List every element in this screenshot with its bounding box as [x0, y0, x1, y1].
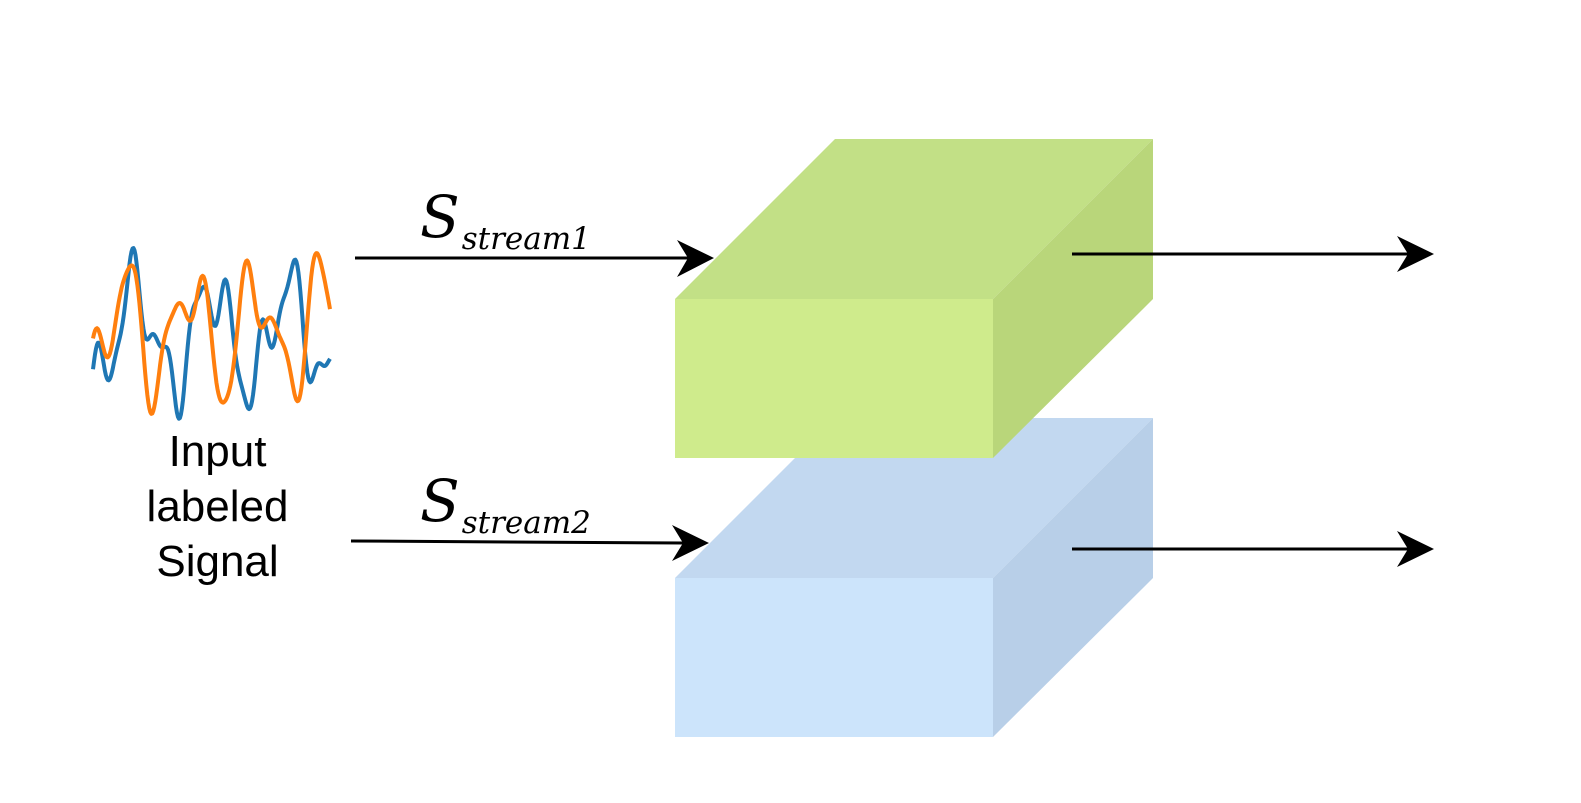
stream1-label: Sstream1 [420, 188, 591, 257]
stream1-block-top [675, 139, 1153, 299]
stream1-symbol: S [420, 183, 460, 251]
stream2-output-arrow [1072, 531, 1434, 567]
stream1-block-front [675, 299, 993, 458]
stream2-symbol: S [420, 467, 460, 535]
stream1-input-arrow [355, 240, 714, 277]
input-label-line-3: Signal [156, 537, 279, 586]
waveform-icon [91, 246, 332, 421]
stream2-block-side [993, 418, 1153, 737]
stream1-block-side [993, 139, 1153, 458]
stream1-output-arrow [1072, 236, 1434, 272]
signal-trace-orange [91, 251, 332, 416]
stream2-block-front [675, 578, 993, 737]
input-signal-label: Input labeled Signal [110, 424, 325, 589]
arrows [350, 236, 1434, 567]
stream2-block [675, 418, 1153, 737]
signal-trace-blue [91, 246, 332, 421]
stream2-label: Sstream2 [420, 472, 591, 541]
stream2-subscript: stream2 [461, 505, 591, 541]
input-label-line-1: Input [168, 427, 267, 476]
stream2-input-arrow [350, 525, 709, 561]
input-label-line-2: labeled [146, 482, 289, 531]
stream1-subscript: stream1 [461, 221, 591, 257]
stream2-block-top [675, 418, 1153, 578]
stream1-block [675, 139, 1153, 458]
